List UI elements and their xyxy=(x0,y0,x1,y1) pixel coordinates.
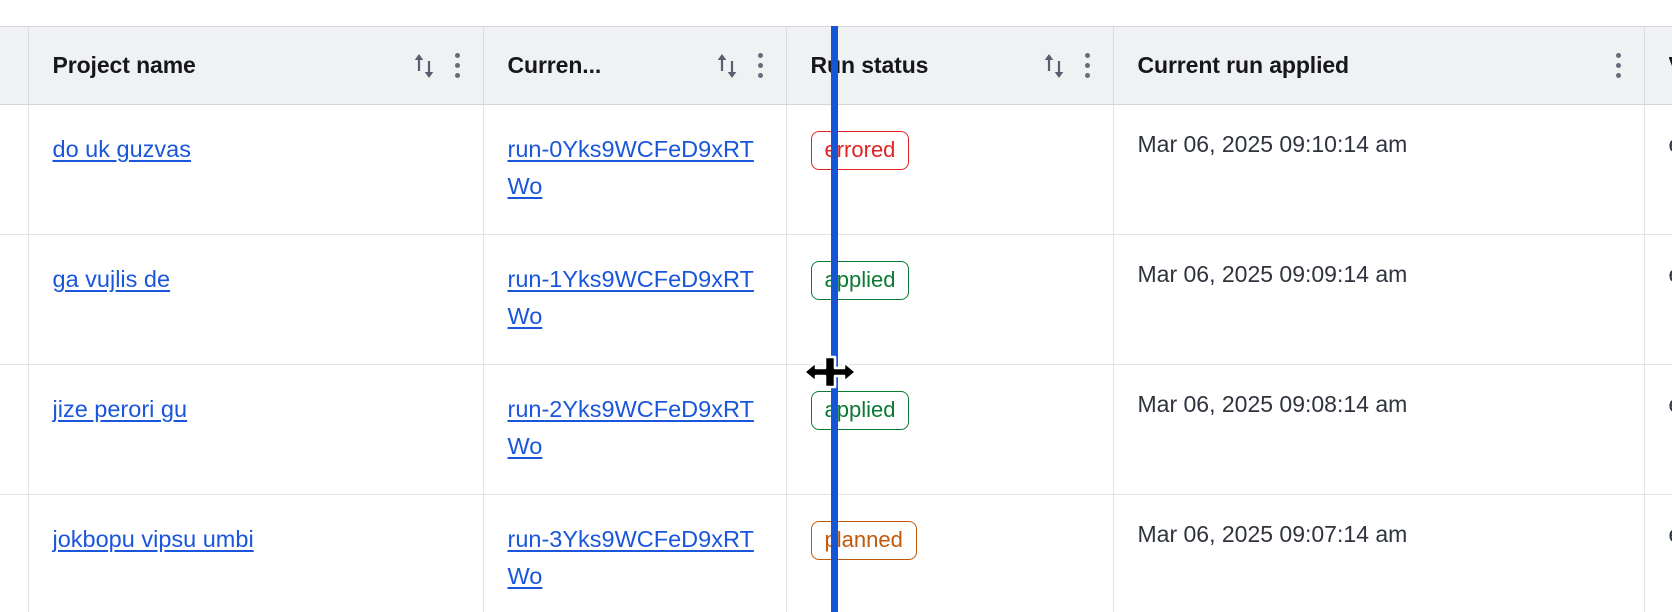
current-run-link[interactable]: run-3Yks9WCFeD9xRTWo xyxy=(507,526,754,590)
cell-overflow: e xyxy=(1644,364,1672,495)
cell-overflow: e xyxy=(1644,104,1672,235)
current-run-link[interactable]: run-2Yks9WCFeD9xRTWo xyxy=(507,396,754,460)
overflow-value: e xyxy=(1669,131,1672,157)
current-run-applied-value: Mar 06, 2025 09:10:14 am xyxy=(1137,131,1408,157)
row-select-cell[interactable] xyxy=(0,494,29,612)
cell-overflow: e xyxy=(1644,234,1672,365)
column-header-run-status[interactable]: Run status xyxy=(786,26,1114,105)
cell-project-name: jize perori gu xyxy=(28,364,484,495)
status-badge: applied xyxy=(810,261,910,300)
column-header-label-current-run: Curren... xyxy=(507,52,602,78)
table-scroll-region[interactable]: Project name xyxy=(0,26,1672,612)
cell-current-run-applied: Mar 06, 2025 09:08:14 am xyxy=(1113,364,1645,495)
table-row[interactable]: ga vujlis de run-1Yks9WCFeD9xRTWo applie… xyxy=(0,234,1672,365)
column-header-label-project-name: Project name xyxy=(52,52,196,78)
cell-current-run: run-2Yks9WCFeD9xRTWo xyxy=(483,364,787,495)
project-name-link[interactable]: jize perori gu xyxy=(52,396,188,422)
current-run-link[interactable]: run-0Yks9WCFeD9xRTWo xyxy=(507,136,754,200)
cell-current-run-applied: Mar 06, 2025 09:09:14 am xyxy=(1113,234,1645,365)
cell-run-status: planned xyxy=(786,494,1114,612)
column-header-label-run-status: Run status xyxy=(810,52,929,78)
status-badge: errored xyxy=(810,131,910,170)
sort-arrows-icon[interactable] xyxy=(1041,49,1067,83)
cell-run-status: applied xyxy=(786,234,1114,365)
column-header-project-name[interactable]: Project name xyxy=(28,26,484,105)
column-header-label-overflow: V xyxy=(1669,52,1672,79)
cell-project-name: ga vujlis de xyxy=(28,234,484,365)
cell-project-name: do uk guzvas xyxy=(28,104,484,235)
cell-current-run: run-0Yks9WCFeD9xRTWo xyxy=(483,104,787,235)
kebab-menu-icon[interactable] xyxy=(447,49,469,83)
cell-current-run-applied: Mar 06, 2025 09:07:14 am xyxy=(1113,494,1645,612)
column-header-label-current-run-applied: Current run applied xyxy=(1137,52,1350,78)
current-run-applied-value: Mar 06, 2025 09:09:14 am xyxy=(1137,261,1408,287)
table-row[interactable]: do uk guzvas run-0Yks9WCFeD9xRTWo errore… xyxy=(0,104,1672,235)
table-row[interactable]: jokbopu vipsu umbi run-3Yks9WCFeD9xRTWo … xyxy=(0,494,1672,612)
top-gutter xyxy=(0,0,1672,26)
column-header-select[interactable] xyxy=(0,26,29,105)
column-header-current-run[interactable]: Curren... xyxy=(483,26,787,105)
table-row[interactable]: jize perori gu run-2Yks9WCFeD9xRTWo appl… xyxy=(0,364,1672,495)
table-body: do uk guzvas run-0Yks9WCFeD9xRTWo errore… xyxy=(0,104,1672,612)
cell-current-run: run-1Yks9WCFeD9xRTWo xyxy=(483,234,787,365)
current-run-applied-value: Mar 06, 2025 09:08:14 am xyxy=(1137,391,1408,417)
project-name-link[interactable]: do uk guzvas xyxy=(52,136,191,162)
table-header-row: Project name xyxy=(0,26,1672,105)
overflow-value: e xyxy=(1669,521,1672,547)
row-select-cell[interactable] xyxy=(0,104,29,235)
cell-run-status: errored xyxy=(786,104,1114,235)
cell-project-name: jokbopu vipsu umbi xyxy=(28,494,484,612)
status-badge: applied xyxy=(810,391,910,430)
current-run-applied-value: Mar 06, 2025 09:07:14 am xyxy=(1137,521,1408,547)
cell-current-run: run-3Yks9WCFeD9xRTWo xyxy=(483,494,787,612)
status-badge: planned xyxy=(810,521,917,560)
projects-table: Project name xyxy=(0,26,1672,612)
column-header-overflow[interactable]: V xyxy=(1644,26,1672,105)
overflow-value: e xyxy=(1669,391,1672,417)
cell-current-run-applied: Mar 06, 2025 09:10:14 am xyxy=(1113,104,1645,235)
kebab-menu-icon[interactable] xyxy=(1608,49,1630,83)
kebab-menu-icon[interactable] xyxy=(1077,49,1099,83)
cell-overflow: e xyxy=(1644,494,1672,612)
kebab-menu-icon[interactable] xyxy=(750,49,772,83)
sort-arrows-icon[interactable] xyxy=(411,49,437,83)
current-run-link[interactable]: run-1Yks9WCFeD9xRTWo xyxy=(507,266,754,330)
overflow-value: e xyxy=(1669,261,1672,287)
table-header: Project name xyxy=(0,26,1672,105)
cell-run-status: applied xyxy=(786,364,1114,495)
row-select-cell[interactable] xyxy=(0,364,29,495)
column-header-current-run-applied[interactable]: Current run applied xyxy=(1113,26,1645,105)
sort-arrows-icon[interactable] xyxy=(714,49,740,83)
row-select-cell[interactable] xyxy=(0,234,29,365)
project-name-link[interactable]: jokbopu vipsu umbi xyxy=(52,526,254,552)
project-name-link[interactable]: ga vujlis de xyxy=(52,266,171,292)
